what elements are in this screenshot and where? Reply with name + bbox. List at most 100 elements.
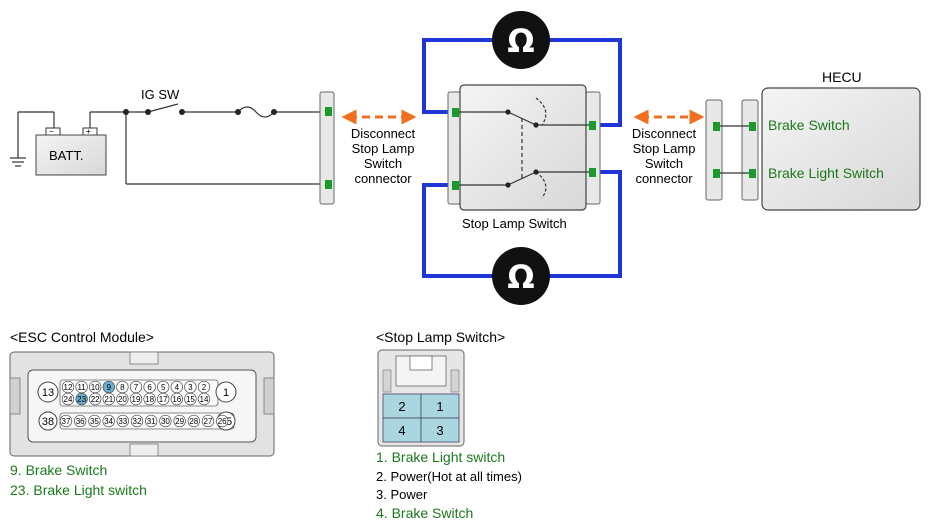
esc-pin-label-31: 31	[147, 417, 156, 426]
hecu-brake-switch-label: Brake Switch	[768, 117, 850, 133]
esc-pin-label-28: 28	[189, 417, 198, 426]
left-connector-terminal-1	[325, 107, 332, 116]
stop-lamp-switch-label: Stop Lamp Switch	[462, 216, 567, 231]
esc-pin-32	[130, 414, 144, 428]
esc-pin-23	[75, 392, 88, 406]
esc-pin-10	[89, 380, 102, 394]
svg-text:+: +	[86, 127, 91, 136]
esc-pin-30	[159, 414, 172, 428]
hecu-brake-light-switch-label: Brake Light Switch	[768, 165, 884, 181]
sls-legend-1: 1. Brake Light switch	[376, 449, 505, 465]
svg-text:connector: connector	[354, 171, 412, 186]
svg-text:1: 1	[436, 399, 443, 414]
esc-pin-label-33: 33	[118, 417, 127, 426]
esc-pin-label-17: 17	[159, 395, 168, 404]
svg-text:Disconnect: Disconnect	[351, 126, 416, 141]
esc-pin-12	[61, 380, 75, 394]
esc-pin-label-35: 35	[90, 417, 99, 426]
svg-text:13: 13	[42, 387, 54, 399]
esc-pin-label-34: 34	[104, 417, 113, 426]
esc-pin-label-18: 18	[145, 395, 154, 404]
hecu-connector-outer	[705, 99, 723, 201]
esc-pin-17	[157, 392, 170, 406]
hecu-title: HECU	[822, 69, 862, 85]
esc-pin-label-36: 36	[76, 417, 85, 426]
disconnect-label-right: Disconnect Stop Lamp Switch connector	[632, 126, 697, 186]
svg-text:1: 1	[223, 387, 229, 399]
esc-legend-2: 23. Brake Light switch	[10, 482, 147, 498]
stop-lamp-switch-internals	[459, 97, 589, 199]
esc-pin-label-14: 14	[200, 395, 209, 404]
esc-pin-label-23: 23	[77, 395, 86, 404]
svg-text:Stop Lamp: Stop Lamp	[352, 141, 415, 156]
esc-pin-31	[145, 414, 158, 428]
sls-terminal-4	[589, 168, 596, 177]
battery: − +	[35, 127, 107, 176]
esc-pin-26	[216, 414, 229, 428]
left-connector	[319, 91, 335, 205]
esc-pin-label-10: 10	[91, 383, 100, 392]
esc-pin-label-20: 20	[118, 395, 127, 404]
svg-text:−: −	[49, 127, 54, 136]
esc-pin-7	[129, 380, 143, 394]
esc-pin-21	[102, 392, 115, 406]
esc-pin-14	[197, 392, 211, 406]
sls-connector: 2 1 4 3	[377, 349, 465, 447]
esc-pin-36	[74, 414, 87, 428]
esc-pin-8	[116, 380, 129, 394]
esc-pin-label-22: 22	[91, 395, 100, 404]
esc-pin-5	[157, 380, 170, 394]
ohmmeter-top: Ω	[492, 11, 550, 69]
sls-title: <Stop Lamp Switch>	[376, 329, 505, 345]
esc-pin-label-24: 24	[64, 395, 73, 404]
esc-pin-20	[116, 392, 129, 406]
battery-label: BATT.	[49, 148, 83, 163]
esc-pin-label-12: 12	[64, 383, 73, 392]
ohmmeter-bottom: Ω	[492, 247, 550, 305]
battery-circuit-dots	[123, 109, 277, 115]
sls-terminal-1	[452, 108, 459, 117]
esc-pin-11	[75, 380, 88, 394]
svg-text:2: 2	[398, 399, 405, 414]
esc-pin-label-5: 5	[161, 383, 166, 392]
esc-pin-22	[89, 392, 102, 406]
esc-pin-label-2: 2	[202, 383, 207, 392]
esc-pin-label-11: 11	[77, 383, 86, 392]
esc-pin-35	[88, 414, 101, 428]
esc-pin-label-3: 3	[188, 383, 193, 392]
esc-pin-label-19: 19	[132, 395, 141, 404]
probe-wires	[422, 38, 622, 278]
esc-pin-label-26: 26	[218, 417, 227, 426]
svg-text:Stop Lamp: Stop Lamp	[633, 141, 696, 156]
esc-pin-label-7: 7	[134, 383, 139, 392]
hecu-terminals	[713, 122, 756, 178]
esc-pin-16	[170, 392, 183, 406]
stop-lamp-switch-body	[459, 84, 587, 211]
esc-pin-37	[59, 414, 73, 428]
svg-text:Ω: Ω	[507, 258, 534, 296]
esc-pin-28	[187, 414, 200, 428]
esc-pin-6	[143, 380, 156, 394]
sls-legend-2: 2. Power(Hot at all times)	[376, 469, 522, 484]
ig-sw-label: IG SW	[141, 87, 180, 102]
svg-text:4: 4	[398, 423, 405, 438]
svg-text:connector: connector	[635, 171, 693, 186]
esc-pin-15	[184, 392, 197, 406]
sls-terminal-3	[589, 121, 596, 130]
esc-pin-18	[143, 392, 156, 406]
esc-pin-label-9: 9	[107, 383, 112, 392]
esc-pin-label-29: 29	[175, 417, 184, 426]
esc-pin-label-6: 6	[147, 383, 152, 392]
svg-text:38: 38	[42, 416, 54, 428]
esc-pin-label-37: 37	[62, 417, 71, 426]
esc-pin-33	[116, 414, 129, 428]
esc-title: <ESC Control Module>	[10, 329, 154, 345]
disconnect-label-left: Disconnect Stop Lamp Switch connector	[351, 126, 416, 186]
esc-connector	[9, 351, 275, 457]
esc-pin-label-8: 8	[120, 383, 125, 392]
esc-pin-24	[61, 392, 75, 406]
esc-pin-19	[129, 392, 143, 406]
sls-legend-4: 4. Brake Switch	[376, 505, 473, 521]
